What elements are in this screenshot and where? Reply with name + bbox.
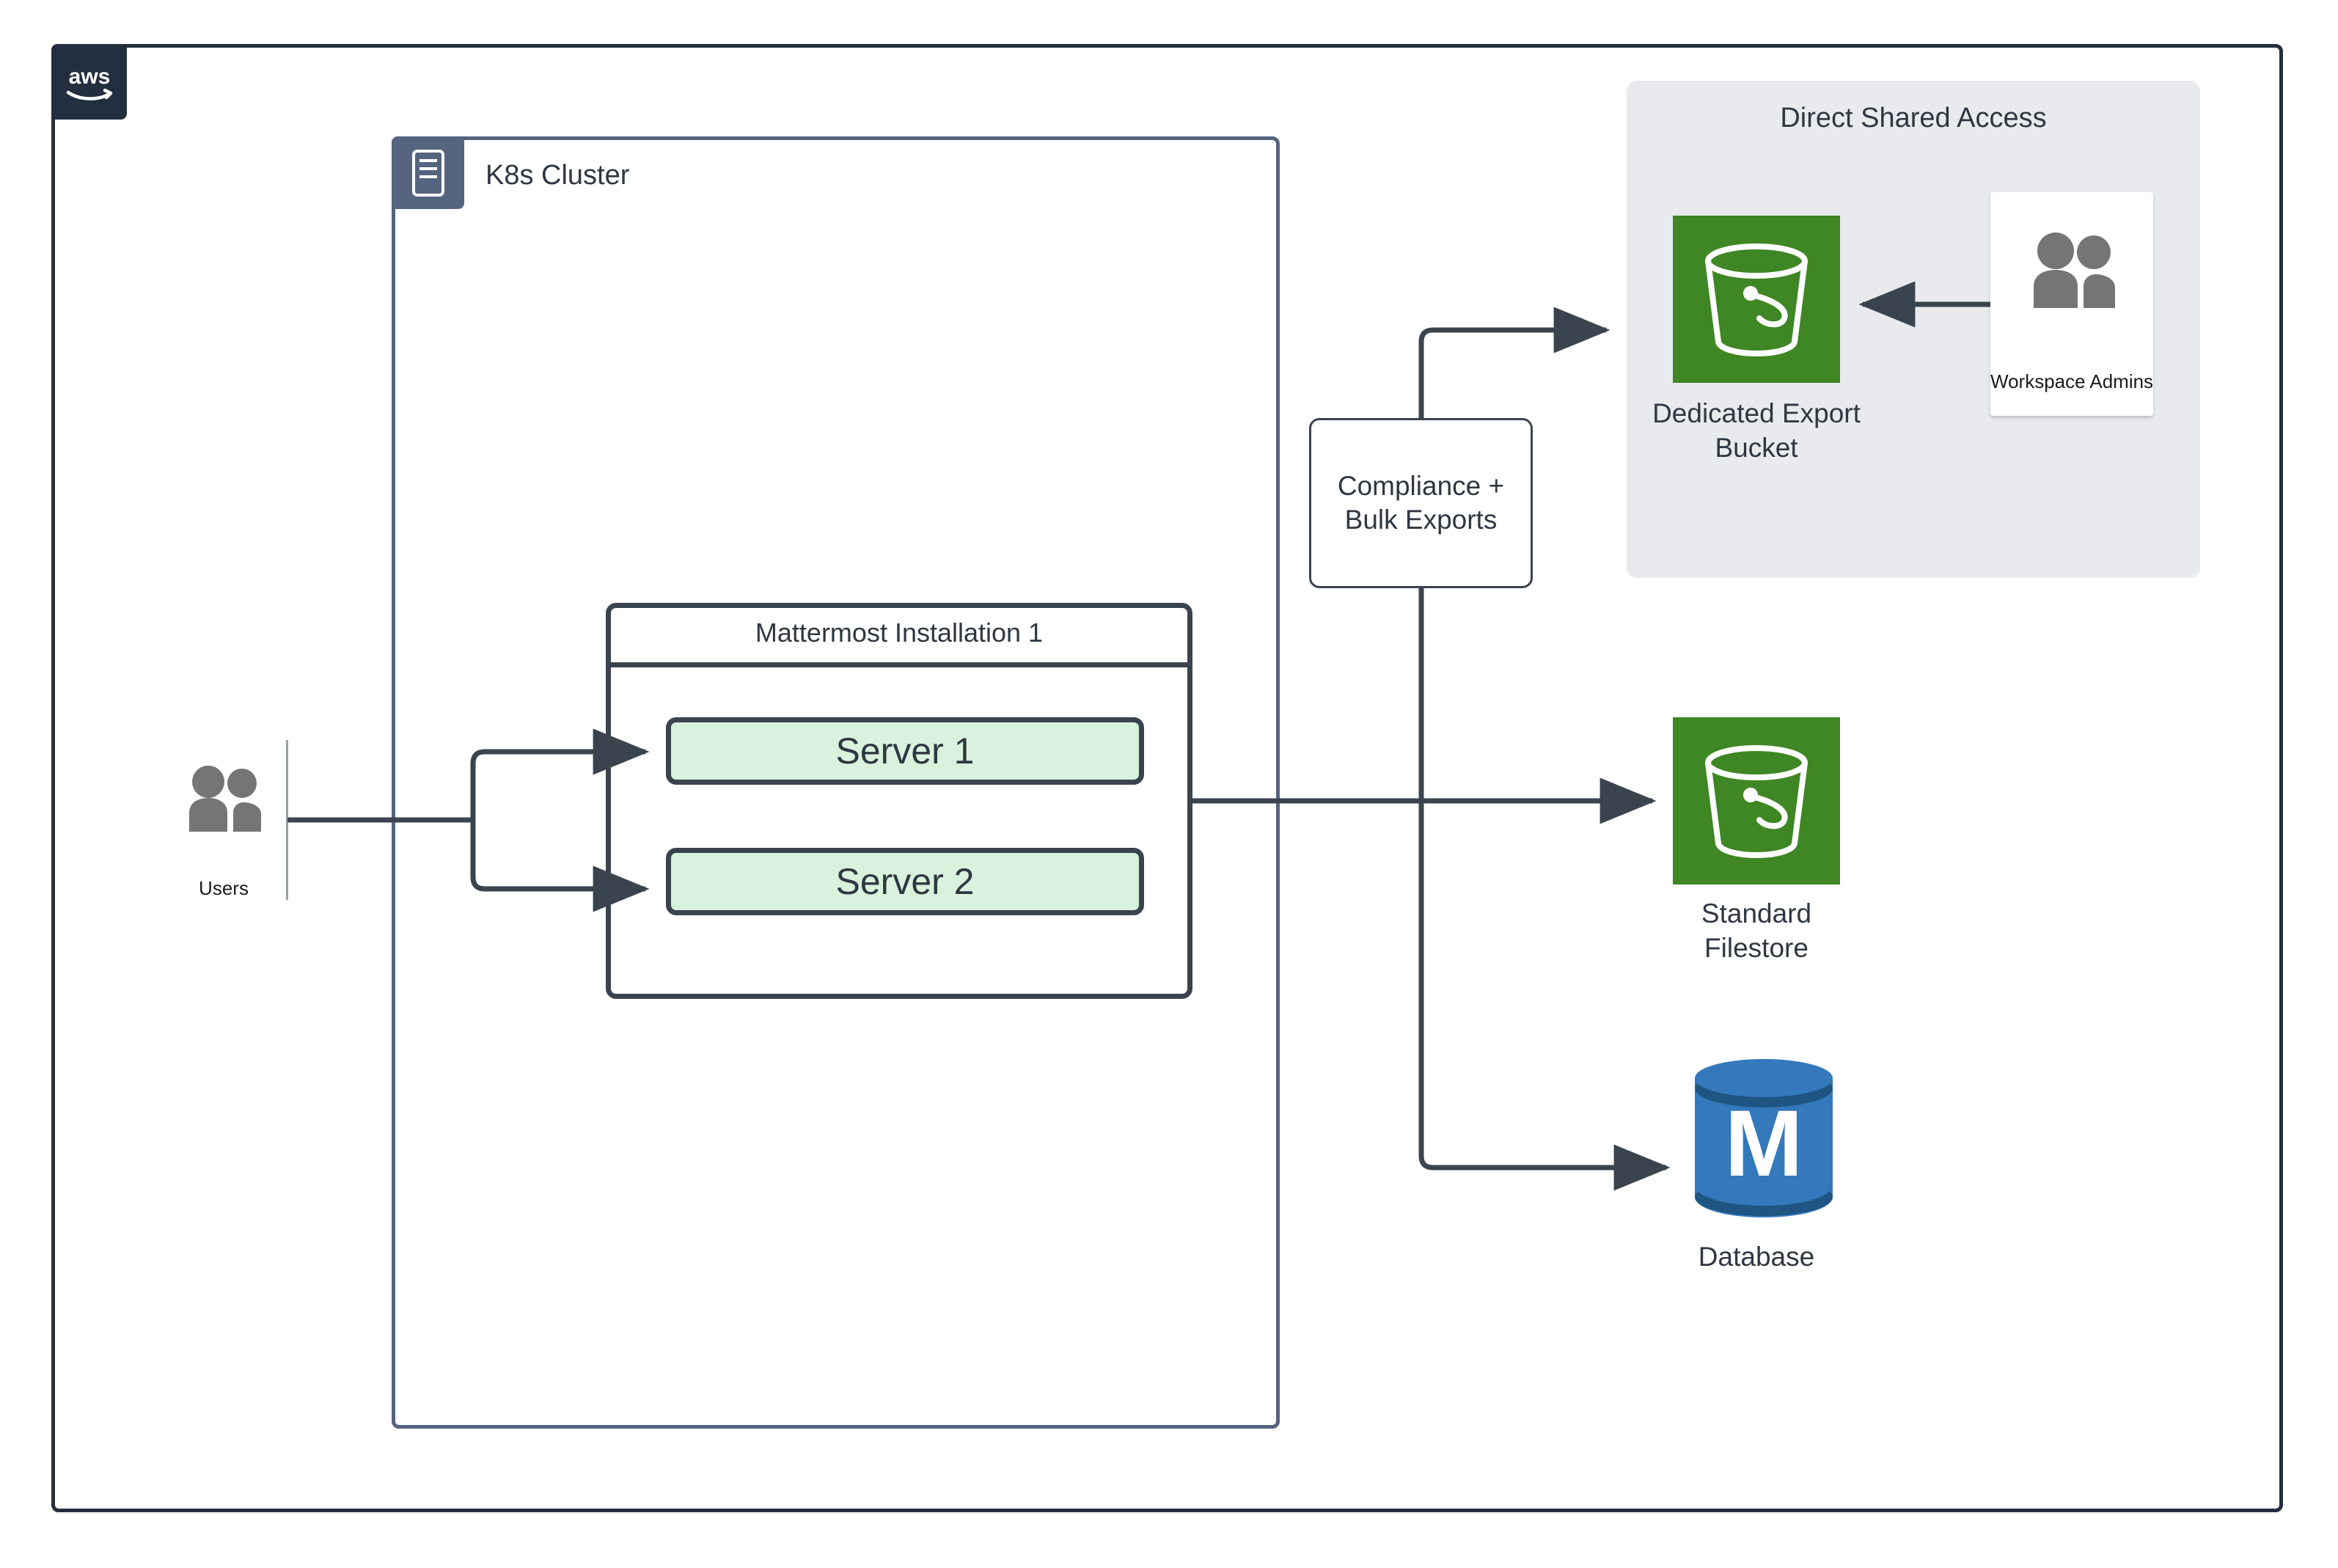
server-1-label: Server 1	[835, 730, 975, 772]
users-label: Users	[199, 877, 249, 899]
mattermost-installation-label: Mattermost Installation 1	[755, 617, 1044, 648]
server-2-label: Server 2	[835, 861, 975, 902]
workspace-admins-label: Workspace Admins	[1990, 370, 2154, 392]
svg-text:aws: aws	[68, 65, 110, 89]
s3-bucket-icon-filestore[interactable]	[1673, 717, 1840, 884]
standard-filestore-label: Standard Filestore	[1701, 898, 1812, 964]
people-icon-admins	[2034, 232, 2115, 308]
compliance-bulk-exports-label: Compliance + Bulk Exports	[1337, 470, 1505, 535]
server-node-1[interactable]: Server 1	[666, 717, 1144, 785]
k8s-cluster-label: K8s Cluster	[485, 160, 630, 191]
compliance-bulk-exports-box[interactable]: Compliance + Bulk Exports	[1309, 418, 1533, 588]
aws-cloud-boundary	[51, 44, 2283, 1512]
dedicated-export-bucket-label: Dedicated Export Bucket	[1652, 398, 1861, 464]
server-rack-icon	[392, 136, 464, 209]
server-node-2[interactable]: Server 2	[666, 848, 1144, 915]
s3-bucket-icon-export[interactable]	[1673, 216, 1840, 383]
mattermost-installation-box	[606, 603, 1192, 999]
people-icon	[189, 766, 261, 832]
aws-logo-icon: aws	[51, 44, 127, 120]
mattermost-installation-header: Mattermost Installation 1	[606, 603, 1192, 667]
mattermost-database-cylinder-icon[interactable]: M	[1690, 1056, 1837, 1219]
svg-text:M: M	[1725, 1091, 1803, 1196]
direct-shared-access-title: Direct Shared Access	[1780, 103, 2047, 133]
database-label: Database	[1698, 1242, 1815, 1272]
